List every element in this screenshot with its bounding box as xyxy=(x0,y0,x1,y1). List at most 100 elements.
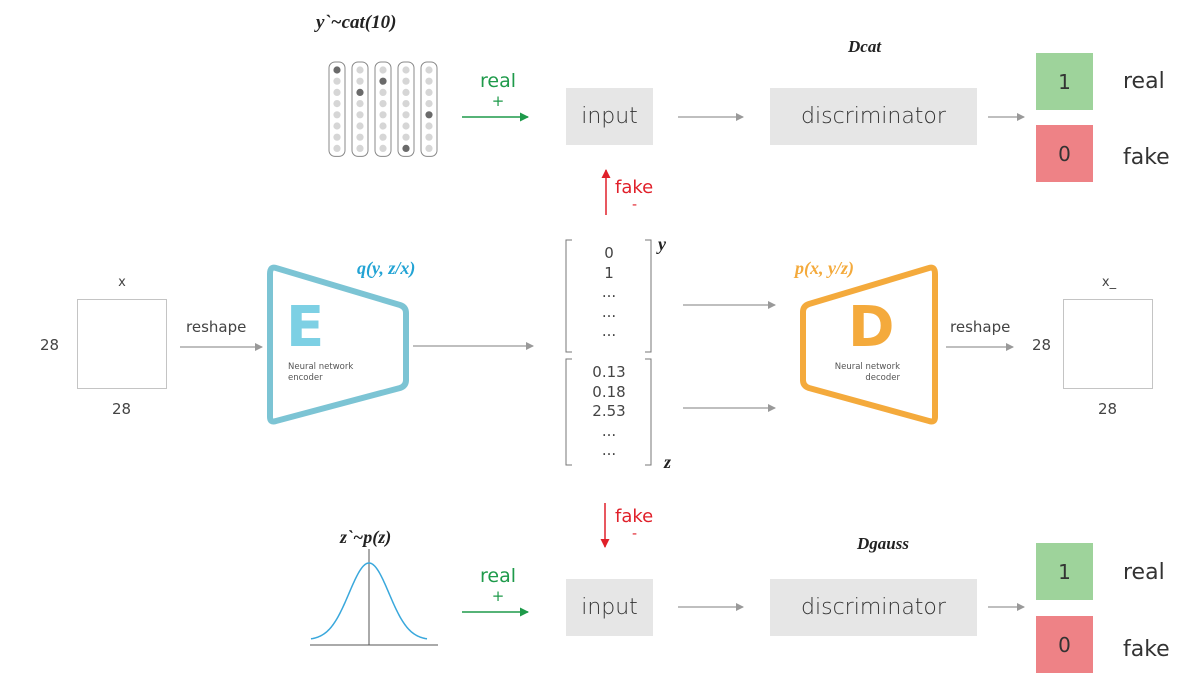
category-dot xyxy=(379,144,387,152)
category-dot xyxy=(379,100,387,108)
latent-y-value: ... xyxy=(601,302,617,321)
category-dot xyxy=(425,133,433,141)
encoder-shape xyxy=(267,264,409,425)
category-dot xyxy=(425,77,433,85)
categorical-samples xyxy=(328,61,438,157)
category-dot xyxy=(425,144,433,152)
fake-sign-down: - xyxy=(632,526,638,542)
reshape-label-left: reshape xyxy=(186,318,247,336)
encoder-letter: E xyxy=(286,295,325,360)
gaussian-curve xyxy=(310,562,428,640)
category-dot xyxy=(402,66,410,74)
category-dot xyxy=(402,133,410,141)
decoder-caption: Neural network decoder xyxy=(828,362,900,384)
categorical-column xyxy=(351,61,369,157)
encoder-caption-line2: encoder xyxy=(288,373,323,383)
output-height-label: 28 xyxy=(1032,336,1052,354)
fake-sign-up: - xyxy=(632,197,638,213)
latent-z-value: 0.13 xyxy=(592,363,626,381)
latent-z-value: 0.18 xyxy=(592,382,626,401)
category-dot xyxy=(379,133,387,141)
category-dot xyxy=(333,122,341,130)
category-dot xyxy=(356,133,364,141)
category-dot xyxy=(425,122,433,130)
category-dot xyxy=(425,100,433,108)
category-dot xyxy=(356,111,364,119)
latent-y-label: y xyxy=(658,234,666,254)
result-fake-label-top: fake xyxy=(1123,145,1170,170)
category-dot xyxy=(333,88,341,96)
input-height-label: 28 xyxy=(40,336,60,354)
latent-z-bracket xyxy=(565,358,652,466)
categorical-column xyxy=(420,61,438,157)
result-real-bottom: 1 xyxy=(1036,543,1093,600)
category-dot xyxy=(356,122,364,130)
decoder-caption-line1: Neural network xyxy=(834,362,900,372)
category-dot xyxy=(402,122,410,130)
category-dot xyxy=(425,66,433,74)
fake-label-down: fake xyxy=(615,506,654,527)
category-dot xyxy=(333,100,341,108)
output-image-label: x_ xyxy=(1101,275,1117,290)
input-box-top: input xyxy=(566,88,653,145)
gaussian-plot xyxy=(310,549,438,646)
discriminator-box-top: discriminator xyxy=(770,88,977,145)
input-image xyxy=(77,299,167,389)
latent-z-value: ... xyxy=(601,421,617,440)
category-dot xyxy=(379,88,387,96)
latent-z-value: ... xyxy=(601,441,617,459)
latent-y-value: ... xyxy=(601,322,617,340)
real-label-bottom: real xyxy=(479,565,516,587)
result-real-top: 1 xyxy=(1036,53,1093,110)
category-dot xyxy=(402,77,410,85)
latent-y-value: ... xyxy=(601,283,617,301)
category-dot xyxy=(402,88,410,96)
latent-z-values: 0.13 0.18 2.53 ... ... xyxy=(566,363,652,461)
discriminator-box-bottom: discriminator xyxy=(770,579,977,636)
categorical-column xyxy=(374,61,392,157)
real-label-top: real xyxy=(479,70,516,92)
latent-y-bracket xyxy=(565,239,652,353)
categorical-column xyxy=(397,61,415,157)
result-real-label-top: real xyxy=(1123,69,1165,94)
category-dot xyxy=(379,111,387,119)
fake-label-up: fake xyxy=(615,177,654,198)
reshape-label-right: reshape xyxy=(950,318,1011,336)
decoder-letter: D xyxy=(848,295,895,360)
category-dot xyxy=(333,111,341,119)
result-real-label-bottom: real xyxy=(1123,560,1165,585)
decoder-formula: p(x, y/z) xyxy=(795,258,854,278)
dgauss-title: Dgauss xyxy=(857,534,909,553)
input-image-label: x xyxy=(118,275,126,290)
category-dot xyxy=(333,133,341,141)
latent-y-values: 0 1 ... ... ... xyxy=(566,244,652,342)
gaussian-prior-label: z`~p(z) xyxy=(340,527,392,547)
active-category-dot xyxy=(402,144,410,152)
output-width-label: 28 xyxy=(1098,400,1118,418)
active-category-dot xyxy=(356,88,364,96)
active-category-dot xyxy=(333,66,341,74)
decoder-caption-line2: decoder xyxy=(865,373,900,383)
category-dot xyxy=(333,77,341,85)
category-dot xyxy=(425,88,433,96)
result-fake-top: 0 xyxy=(1036,125,1093,182)
categorical-column xyxy=(328,61,346,157)
real-sign-top: + xyxy=(491,92,505,110)
latent-z-label: z xyxy=(664,452,672,472)
decoder-shape xyxy=(800,264,938,425)
category-dot xyxy=(333,144,341,152)
category-dot xyxy=(402,100,410,108)
category-dot xyxy=(402,111,410,119)
encoder-formula: q(y, z/x) xyxy=(357,258,416,278)
active-category-dot xyxy=(379,77,387,85)
result-fake-label-bottom: fake xyxy=(1123,637,1170,662)
categorical-prior-label: y`~cat(10) xyxy=(316,12,397,33)
category-dot xyxy=(356,100,364,108)
real-sign-bottom: + xyxy=(491,587,505,605)
latent-y-value: 0 xyxy=(604,244,614,262)
latent-y-value: 1 xyxy=(604,263,614,282)
category-dot xyxy=(379,66,387,74)
latent-z-value: 2.53 xyxy=(592,402,626,420)
output-image xyxy=(1063,299,1153,389)
input-box-bottom: input xyxy=(566,579,653,636)
